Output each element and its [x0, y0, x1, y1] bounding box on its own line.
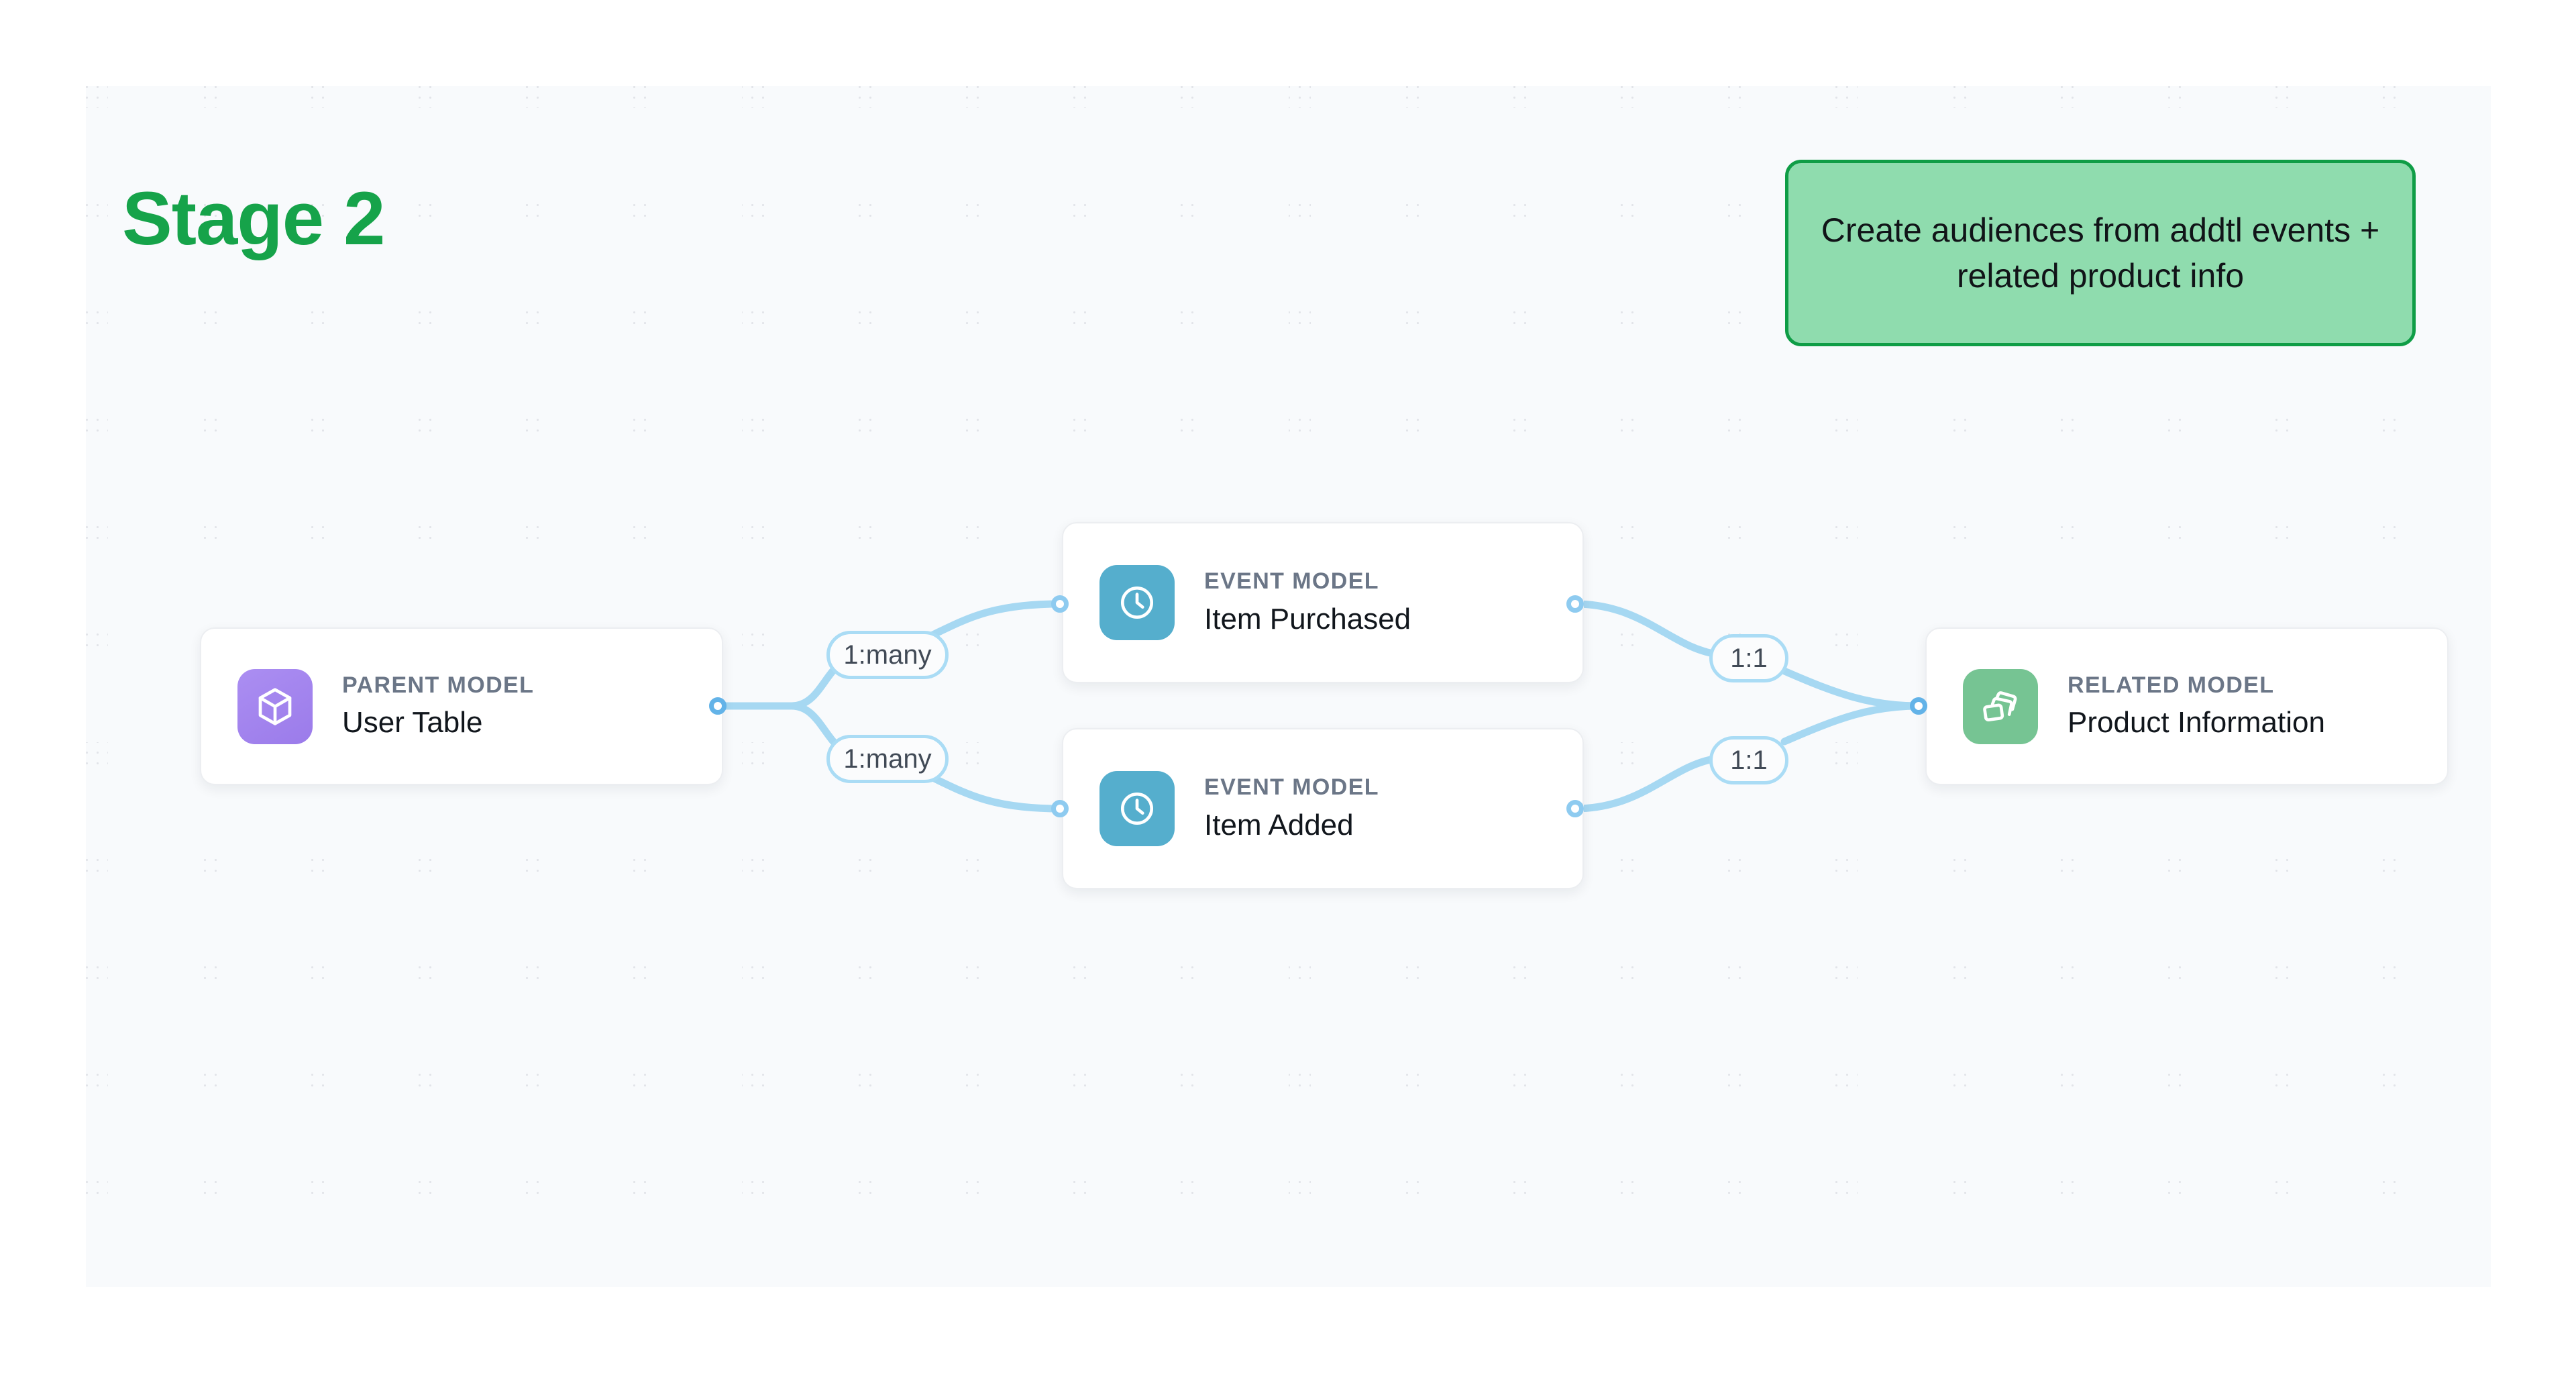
edge-label-1-many-added[interactable]: 1:many: [826, 735, 949, 783]
handle-item-purchased-right[interactable]: [1566, 595, 1584, 613]
handle-parent-model-right[interactable]: [709, 697, 727, 715]
node-related-model[interactable]: RELATED MODEL Product Information: [1925, 627, 2449, 785]
handle-item-added-right[interactable]: [1566, 800, 1584, 817]
node-parent-model-text: PARENT MODEL User Table: [342, 671, 534, 742]
edge-label-1-1-purchased[interactable]: 1:1: [1709, 634, 1788, 682]
cube-icon: [237, 668, 313, 744]
handle-item-purchased-left[interactable]: [1051, 595, 1069, 613]
node-kicker: EVENT MODEL: [1204, 774, 1379, 801]
handle-related-model-left[interactable]: [1910, 697, 1927, 715]
node-event-added-text: EVENT MODEL Item Added: [1204, 773, 1379, 844]
callout-box: Create audiences from addtl events + rel…: [1785, 160, 2416, 346]
node-event-model-item-purchased[interactable]: EVENT MODEL Item Purchased: [1062, 522, 1584, 683]
handle-item-added-left[interactable]: [1051, 800, 1069, 817]
node-kicker: PARENT MODEL: [342, 672, 535, 698]
node-related-model-text: RELATED MODEL Product Information: [2068, 671, 2325, 742]
node-event-purchased-text: EVENT MODEL Item Purchased: [1204, 567, 1411, 638]
layers-icon: [1963, 668, 2038, 744]
node-title: Item Added: [1204, 808, 1354, 842]
node-title: Item Purchased: [1204, 602, 1411, 635]
page-title: Stage 2: [122, 176, 385, 260]
node-title: Product Information: [2068, 706, 2325, 740]
edge-label-1-many-purchased[interactable]: 1:many: [826, 631, 949, 679]
callout-text: Create audiences from addtl events + rel…: [1821, 211, 2380, 295]
node-event-model-item-added[interactable]: EVENT MODEL Item Added: [1062, 728, 1584, 889]
clock-icon: [1099, 565, 1175, 640]
node-kicker: RELATED MODEL: [2068, 672, 2275, 698]
node-parent-model[interactable]: PARENT MODEL User Table: [200, 627, 723, 785]
node-kicker: EVENT MODEL: [1204, 568, 1379, 595]
node-title: User Table: [342, 706, 483, 740]
edge-label-1-1-added[interactable]: 1:1: [1709, 736, 1788, 784]
clock-icon: [1099, 771, 1175, 846]
